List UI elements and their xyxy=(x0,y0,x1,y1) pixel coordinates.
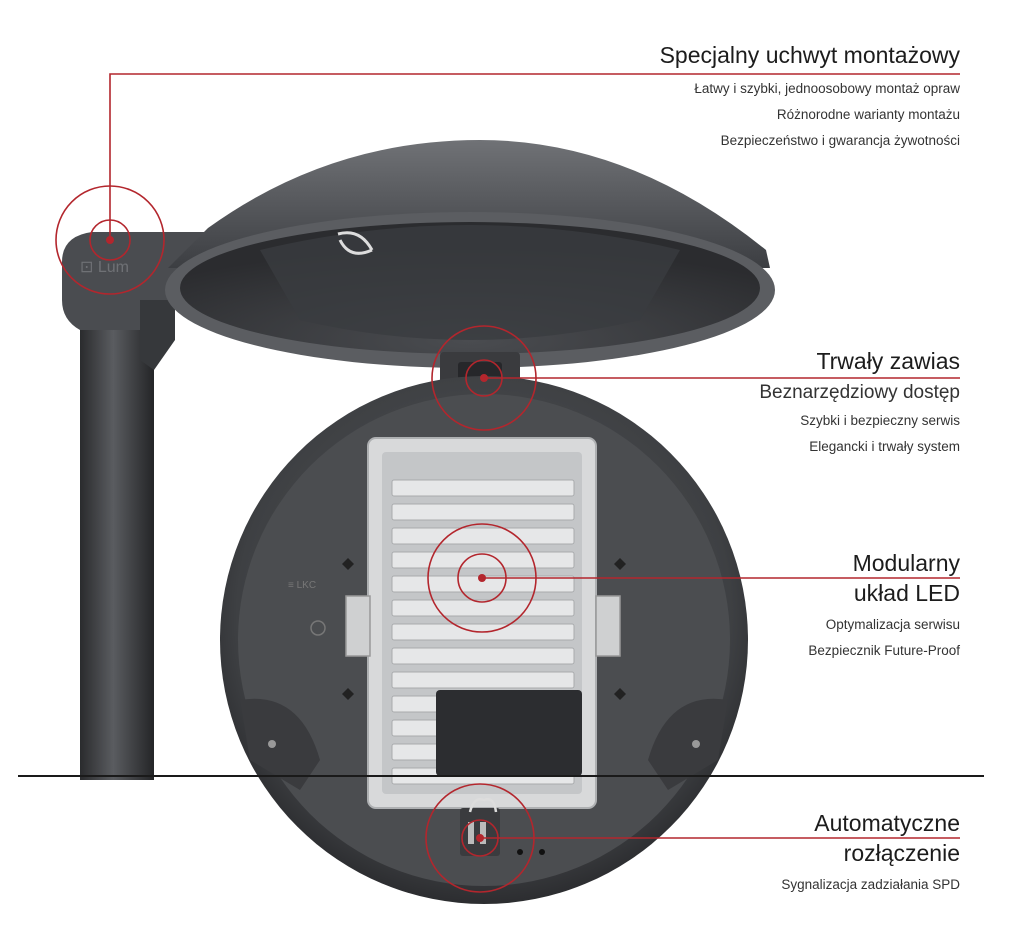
callout-disconnect: Automatyczne rozłączenie Sygnalizacja za… xyxy=(781,808,960,898)
callout-led-line: Bezpiecznik Future-Proof xyxy=(808,643,960,658)
callout-led: Modularny układ LED Optymalizacja serwis… xyxy=(808,548,960,664)
callout-hinge-marker xyxy=(431,325,960,431)
svg-text:≡ LKC: ≡ LKC xyxy=(288,580,316,591)
callout-hinge: Trwały zawias Beznarzędziowy dostęp Szyb… xyxy=(759,346,960,460)
callout-hinge-subtitle: Beznarzędziowy dostęp xyxy=(759,382,960,403)
callout-disconnect-marker xyxy=(425,783,960,893)
led-board xyxy=(345,437,621,809)
callout-mount-marker xyxy=(55,73,960,295)
callout-mount-line: Łatwy i szybki, jednoosobowy montaż opra… xyxy=(694,81,960,96)
callout-disconnect-title-2: rozłączenie xyxy=(843,840,960,866)
callout-led-line: Optymalizacja serwisu xyxy=(825,617,960,632)
callout-hinge-line: Elegancki i trwały system xyxy=(809,439,960,454)
callout-disconnect-line: Sygnalizacja zadziałania SPD xyxy=(781,877,960,892)
callout-led-title-1: Modularny xyxy=(852,550,960,576)
callout-mount-line: Bezpieczeństwo i gwarancja żywotności xyxy=(720,133,960,148)
callout-hinge-line: Szybki i bezpieczny serwis xyxy=(800,413,960,428)
pole: ⊡ Lum xyxy=(62,232,232,780)
callout-mount-title: Specjalny uchwyt montażowy xyxy=(659,42,960,68)
callout-led-title-2: układ LED xyxy=(853,580,960,606)
disconnector xyxy=(460,798,545,856)
callout-hinge-title: Trwały zawias xyxy=(816,348,960,374)
callout-mount: Specjalny uchwyt montażowy Łatwy i szybk… xyxy=(660,40,960,154)
dome-lid xyxy=(165,140,775,368)
callout-mount-line: Różnorodne warianty montażu xyxy=(776,107,960,122)
svg-text:⊡ Lum: ⊡ Lum xyxy=(80,259,129,276)
callout-disconnect-title-1: Automatyczne xyxy=(814,810,960,836)
callout-led-marker xyxy=(427,523,960,633)
